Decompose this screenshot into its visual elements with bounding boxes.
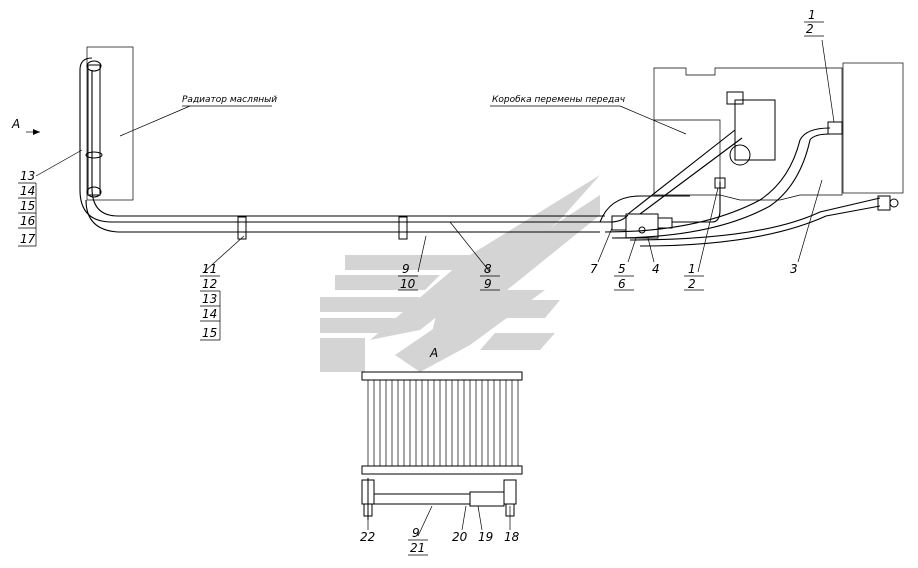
label-14b: 14: [202, 307, 217, 321]
main-pipe: [79, 70, 629, 233]
label-1b: 1: [688, 262, 696, 276]
clamp-2: [398, 216, 408, 240]
watermark-logo: [320, 175, 600, 372]
label-2b: 2: [688, 277, 696, 291]
gearbox-port: [729, 144, 751, 166]
label-9a: 9: [402, 262, 410, 276]
callout-oil-radiator: Радиатор масляный: [182, 95, 277, 105]
label-15a: 15: [20, 199, 35, 213]
leader-lines: [35, 39, 835, 537]
label-14a: 14: [20, 184, 35, 198]
label-8: 8: [484, 262, 492, 276]
label-2a: 2: [806, 22, 814, 36]
label-9c: 9: [412, 526, 420, 540]
gearbox-outline: [653, 67, 843, 201]
label-4: 4: [652, 262, 660, 276]
section-a-radiator: [361, 371, 523, 520]
label-10: 10: [400, 277, 416, 291]
view-marker-a: A: [11, 117, 20, 131]
clamp-1: [237, 216, 247, 240]
label-16: 16: [20, 214, 36, 228]
label-11: 11: [202, 262, 217, 276]
label-15b: 15: [202, 326, 217, 340]
gearbox-housing-right: [842, 62, 904, 194]
label-18: 18: [504, 530, 520, 544]
label-17: 17: [20, 232, 36, 246]
oil-radiator-frame: [86, 46, 134, 201]
label-3: 3: [790, 262, 798, 276]
radiator-pipe: [79, 57, 103, 198]
gearbox-lower-outline: [653, 120, 720, 196]
label-5: 5: [618, 262, 626, 276]
distributor-valve: [611, 213, 673, 239]
label-6: 6: [618, 277, 626, 291]
gearbox-valve: [734, 99, 776, 161]
label-20: 20: [452, 530, 468, 544]
label-13b: 13: [202, 292, 217, 306]
label-1a: 1: [808, 8, 816, 22]
label-underlines: [18, 21, 824, 556]
gearbox-fitting: [726, 91, 744, 105]
label-19: 19: [478, 530, 493, 544]
label-13a: 13: [20, 169, 35, 183]
section-a-title: A: [429, 346, 438, 360]
label-7: 7: [590, 262, 598, 276]
callout-gearbox: Коробка перемены передач: [492, 95, 625, 105]
label-22: 22: [360, 530, 375, 544]
gearbox-pipes: [599, 121, 899, 247]
label-9b: 9: [484, 277, 492, 291]
label-21: 21: [410, 541, 425, 555]
label-12: 12: [202, 277, 217, 291]
